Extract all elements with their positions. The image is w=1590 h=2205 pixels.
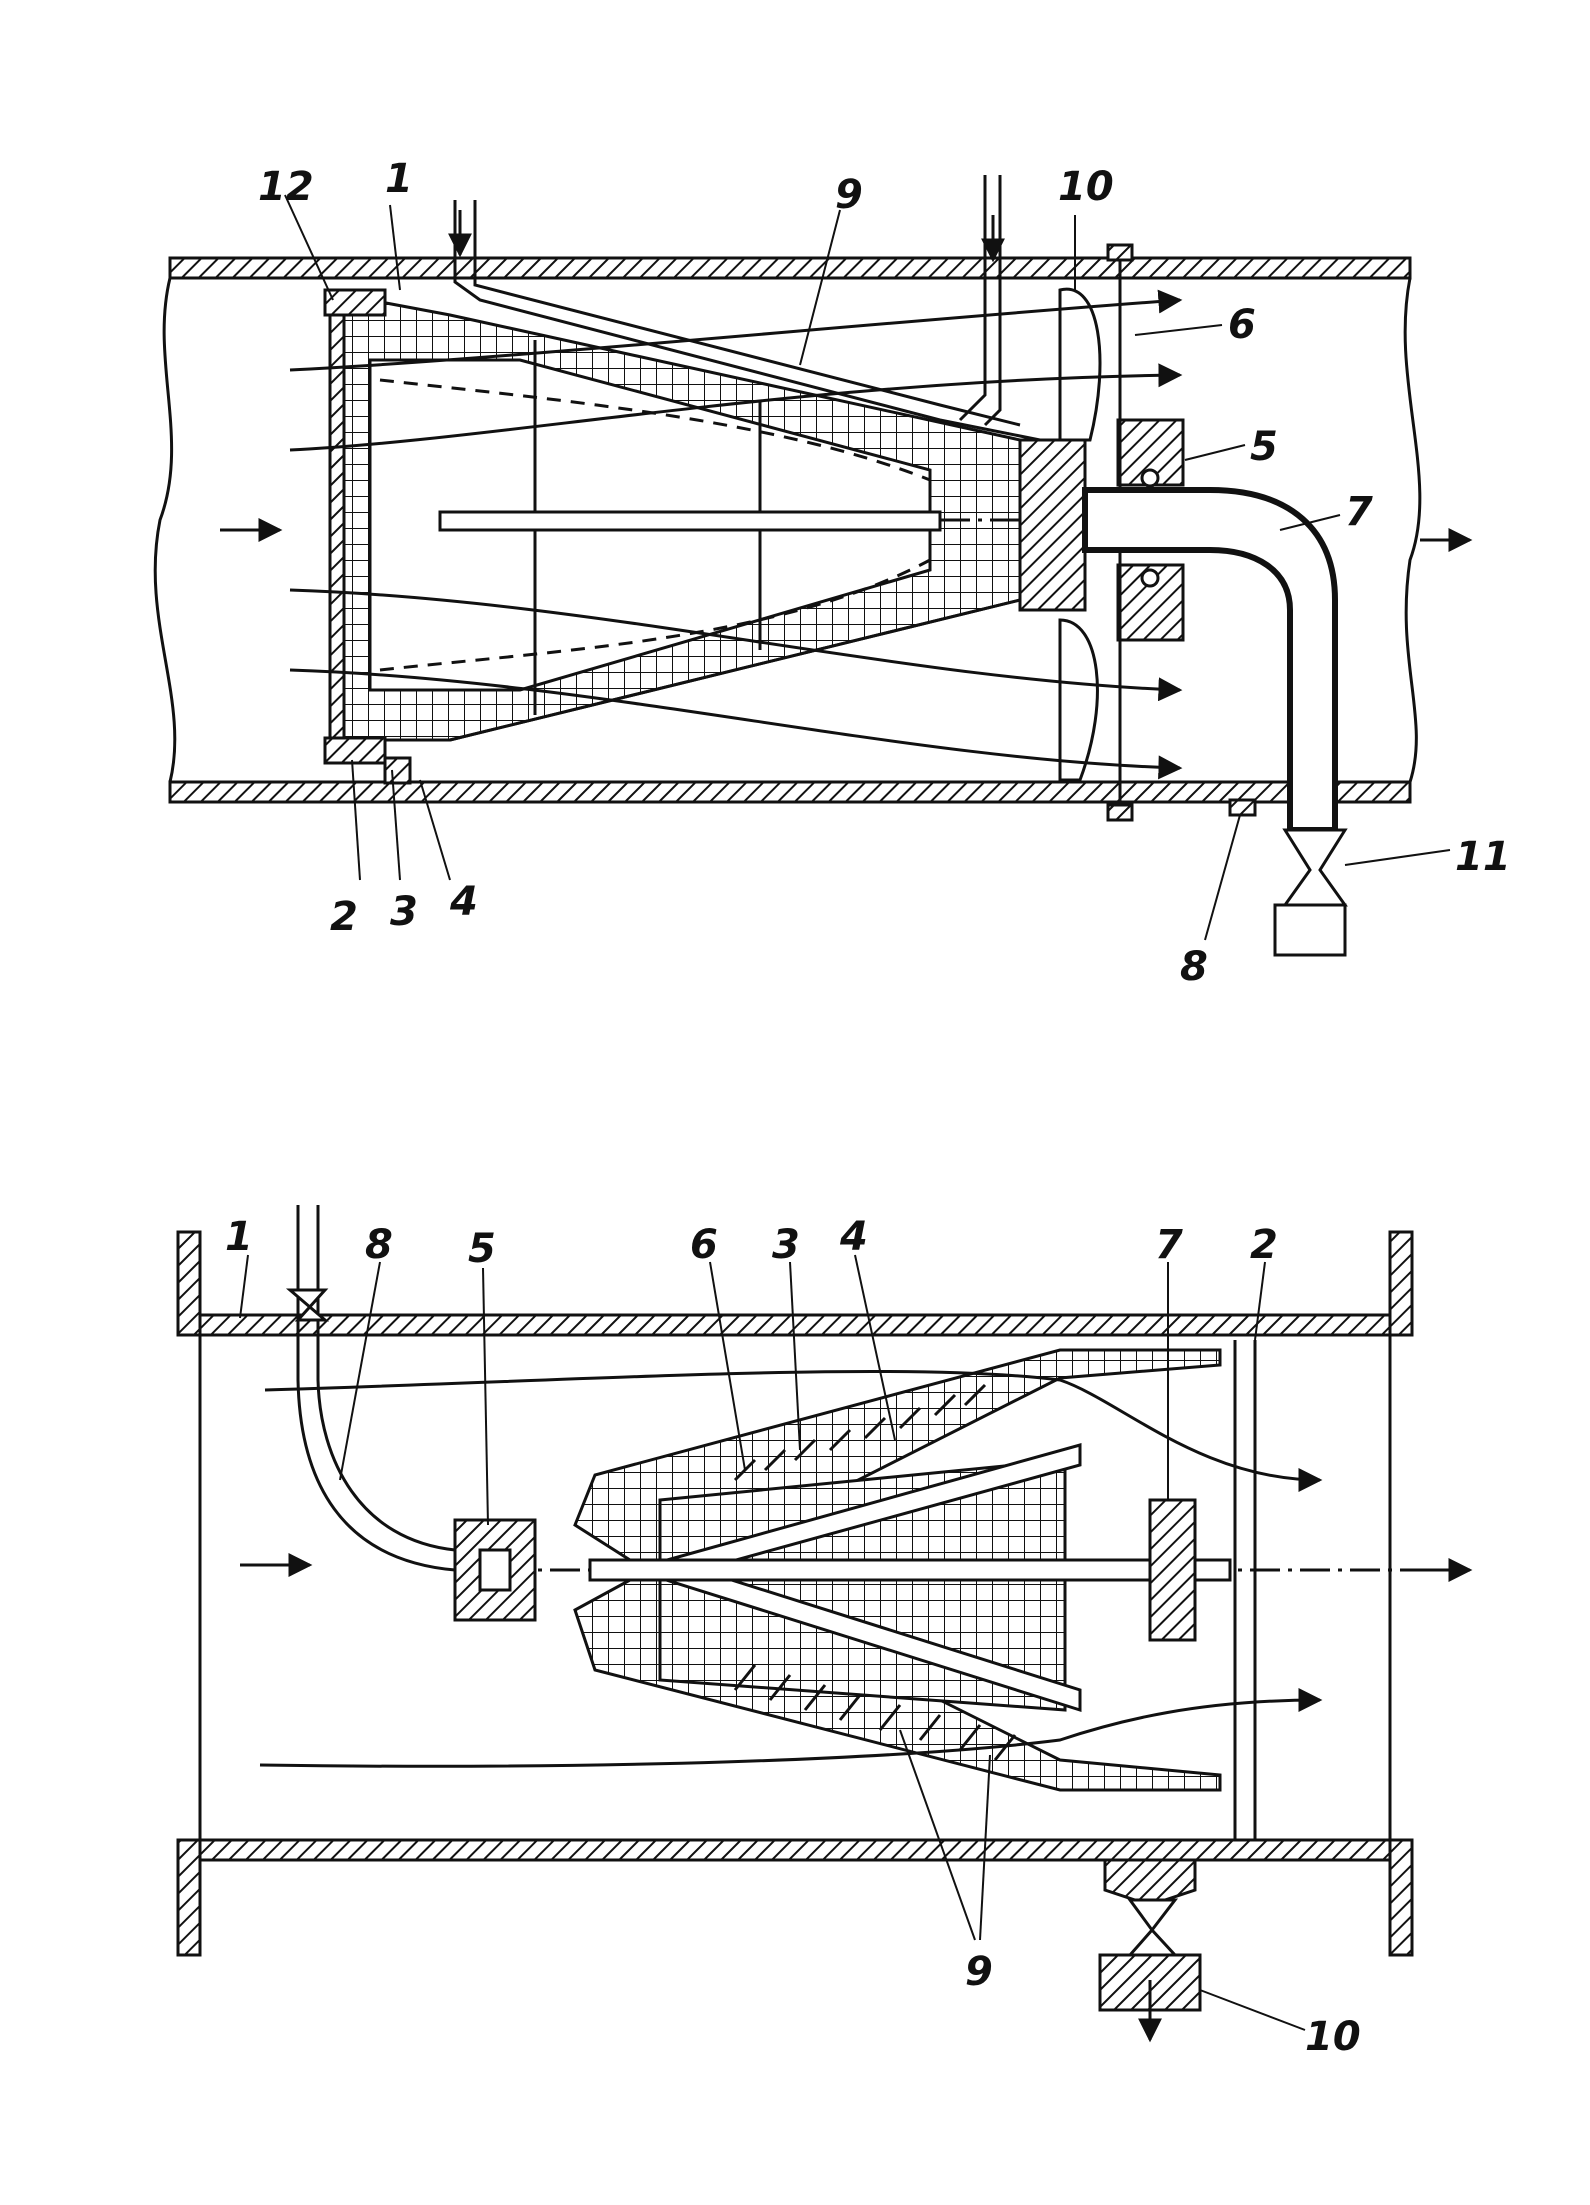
flow-line-1	[289, 289, 1183, 372]
flow2-upper	[264, 1369, 1323, 1492]
fig1-label-6: 6	[1228, 302, 1256, 348]
feed-pipe-8	[296, 1205, 456, 1572]
pipe-bottom-wall	[168, 780, 1412, 804]
fig1-label-2: 2	[330, 894, 358, 940]
bearing-5-bottom	[1116, 563, 1185, 642]
flow2-lower	[259, 1688, 1323, 1768]
fig1-label-1: 1	[385, 156, 413, 202]
wash-pipe-left-2	[473, 200, 1021, 427]
fig2-label-7: 7	[1155, 1222, 1183, 1268]
filter-inner-dashed	[379, 378, 931, 482]
fig2-label-9: 9	[965, 1949, 993, 1995]
pipe2-bottom-wall	[183, 1838, 1412, 1862]
drain-valve	[1126, 1898, 1179, 1957]
fig1-label-12: 12	[258, 164, 314, 210]
rotor-blade-10	[1058, 287, 1102, 442]
valve-outlet	[1273, 903, 1347, 957]
figure-2-filter-drawing	[176, 1205, 1473, 2043]
figure-1-labels: 1 12 9 10 6 5 7 2 3 4 8 11	[258, 156, 1511, 990]
fig2-label-8: 8	[365, 1222, 393, 1268]
front-flange	[328, 296, 346, 750]
discharge-pipe-7	[1082, 487, 1338, 833]
fig1-label-4: 4	[449, 879, 478, 925]
fig1-label-11: 11	[1455, 834, 1511, 880]
flange-right-top	[1388, 1230, 1414, 1337]
bolt-8	[1228, 798, 1257, 817]
figure-1-filter-drawing	[153, 175, 1473, 957]
rotor-blade-lower	[1058, 618, 1099, 782]
drain-body	[1103, 1858, 1197, 1902]
fig1-label-3: 3	[390, 889, 418, 935]
fig1-label-9: 9	[835, 172, 863, 218]
fig2-label-10: 10	[1305, 2014, 1361, 2060]
flange-top	[323, 288, 387, 317]
fig2-label-3: 3	[772, 1222, 800, 1268]
cone-inner-v	[658, 1443, 1082, 1713]
flange-right-bottom	[1388, 1838, 1414, 1957]
fig2-label-4: 4	[839, 1214, 868, 1260]
cone-mesh-core	[658, 1458, 1067, 1712]
fig1-label-10: 10	[1058, 164, 1114, 210]
fig2-label-1: 1	[225, 1214, 253, 1260]
fig1-label-8: 8	[1180, 944, 1208, 990]
bolt-4	[383, 756, 412, 785]
flange-bottom	[323, 736, 387, 765]
feed-valve	[285, 1288, 330, 1322]
filter-inner-dashed-bottom	[379, 558, 931, 672]
fig2-label-6: 6	[690, 1222, 718, 1268]
fig2-label-5: 5	[468, 1226, 496, 1272]
wash-pipe-right-2	[983, 175, 1002, 427]
pipe-top-wall	[168, 256, 1412, 280]
flow-line-4	[289, 668, 1183, 780]
diagonal-member	[449, 598, 1021, 742]
fig2-label-2: 2	[1250, 1222, 1278, 1268]
central-shaft	[588, 1558, 1232, 1582]
bearing-7	[1148, 1498, 1197, 1642]
hub-flange	[1018, 438, 1087, 612]
flange-left-top	[176, 1230, 202, 1337]
fig1-label-5: 5	[1250, 424, 1278, 470]
flow-line-2	[289, 363, 1183, 452]
figure-2-labels: 1 8 5 6 3 4 7 2 9 10	[225, 1214, 1361, 2060]
filter-shaft	[438, 510, 942, 532]
flange-left-bottom	[176, 1838, 202, 1957]
fig1-label-7: 7	[1345, 489, 1373, 535]
pipe-right-break	[1403, 277, 1422, 783]
spray-nozzles-lower	[733, 1664, 1017, 1761]
flow-line-3	[289, 588, 1183, 702]
pipe-left-break	[153, 277, 177, 783]
valve-11	[1282, 828, 1348, 907]
